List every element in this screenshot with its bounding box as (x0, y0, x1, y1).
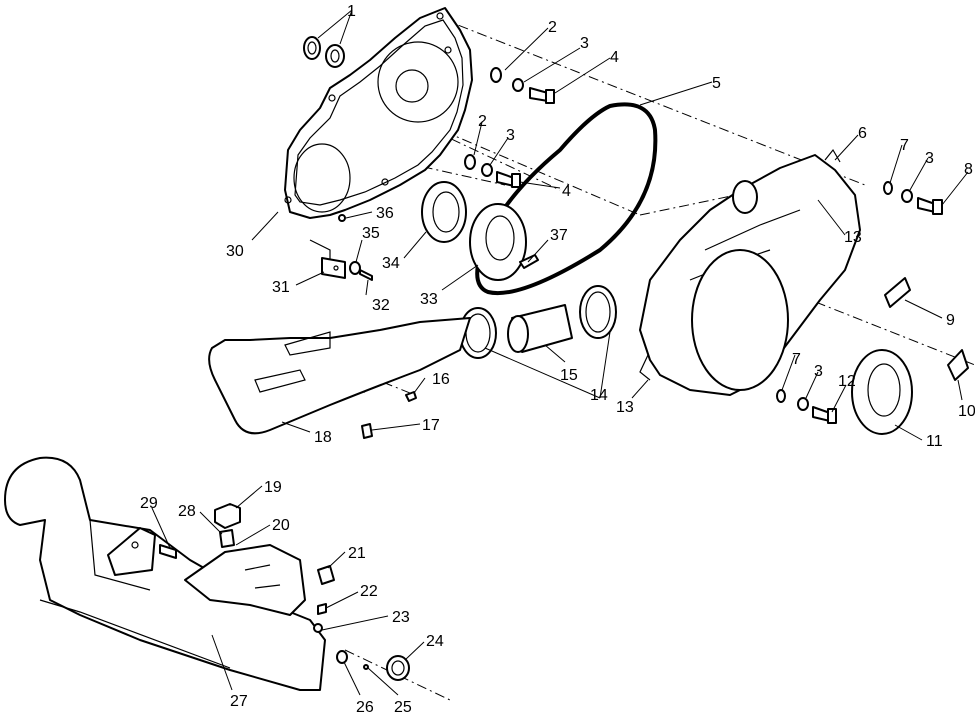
callout-30: 30 (226, 243, 244, 260)
duct-connector (507, 304, 573, 353)
callout-1: 1 (347, 3, 356, 20)
decal-10 (947, 349, 969, 381)
callout-5: 5 (712, 75, 721, 92)
callout-9: 9 (946, 312, 955, 329)
callout-25: 25 (394, 699, 412, 715)
decal-9 (884, 277, 911, 308)
callout-22: 22 (360, 583, 378, 600)
callout-2: 2 (548, 19, 557, 36)
bracket-29 (107, 527, 177, 576)
callout-10: 10 (958, 403, 975, 420)
callout-18: 18 (314, 429, 332, 446)
callout-12: 12 (838, 373, 856, 390)
small-parts-lower (313, 565, 410, 681)
callout-2: 2 (478, 113, 487, 130)
callout-13: 13 (844, 229, 862, 246)
callout-17: 17 (422, 417, 440, 434)
callout-28: 28 (178, 503, 196, 520)
callout-36: 36 (376, 205, 394, 222)
fasteners-16-17 (361, 391, 417, 439)
callout-32: 32 (372, 297, 390, 314)
washer-bolt-set-upper (490, 67, 555, 104)
lower-intake-duct (4, 456, 326, 691)
callout-14: 14 (590, 387, 608, 404)
washer-bolt-set-right (883, 181, 943, 215)
o-rings (303, 36, 345, 68)
intake-duct (208, 317, 471, 435)
callout-3: 3 (580, 35, 589, 52)
washer-bolt-set-middle (464, 154, 521, 188)
callout-23: 23 (392, 609, 410, 626)
outer-clutch-cover (639, 148, 861, 396)
callout-8: 8 (964, 161, 973, 178)
callout-35: 35 (362, 225, 380, 242)
callout-labels: 1 2 3 4 5 2 3 4 6 7 3 8 13 36 35 30 37 3… (140, 3, 975, 715)
cap-fitting (214, 503, 241, 548)
callout-3: 3 (506, 127, 515, 144)
callout-24: 24 (426, 633, 444, 650)
callout-33: 33 (420, 291, 438, 308)
callout-3: 3 (925, 150, 934, 167)
callout-26: 26 (356, 699, 374, 715)
inner-clutch-cover (284, 7, 473, 219)
cover-ring (851, 349, 913, 435)
seal (421, 181, 467, 243)
callout-29: 29 (140, 495, 158, 512)
callout-4: 4 (562, 183, 571, 200)
callout-15: 15 (560, 367, 578, 384)
callout-4: 4 (610, 49, 619, 66)
callout-13: 13 (616, 399, 634, 416)
callout-37: 37 (550, 227, 568, 244)
callout-20: 20 (272, 517, 290, 534)
bearing-collar (469, 203, 527, 281)
drive-belt (475, 102, 658, 296)
callout-34: 34 (382, 255, 400, 272)
shield-20 (184, 544, 306, 616)
callout-27: 27 (230, 693, 248, 710)
callout-16: 16 (432, 371, 450, 388)
callout-21: 21 (348, 545, 366, 562)
washer-bolt-set-lower (776, 389, 837, 424)
callout-31: 31 (272, 279, 290, 296)
callout-3: 3 (814, 363, 823, 380)
callout-7: 7 (792, 351, 801, 368)
callout-11: 11 (926, 433, 943, 450)
callout-19: 19 (264, 479, 282, 496)
bracket-hardware (309, 214, 373, 281)
callout-7: 7 (900, 137, 909, 154)
callout-6: 6 (858, 125, 867, 142)
leader-lines (151, 9, 969, 696)
